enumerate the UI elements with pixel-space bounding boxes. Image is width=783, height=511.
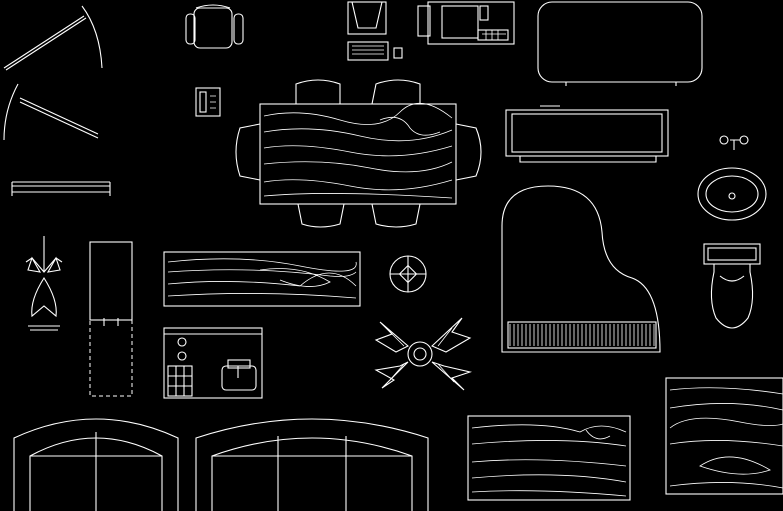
desk-computer-symbol <box>347 1 403 61</box>
wood-panel-symbol <box>467 377 783 501</box>
kitchen-counter-symbol <box>163 327 263 399</box>
crt-monitor-symbol <box>417 1 515 45</box>
tv-console-symbol <box>505 105 669 163</box>
toilet-symbol <box>703 243 761 329</box>
plant-symbol <box>374 317 473 391</box>
telephone-symbol <box>195 87 221 117</box>
dining-table-symbol <box>235 79 482 228</box>
plant-symbol <box>25 236 63 331</box>
office-chair-symbol <box>185 4 244 49</box>
wood-bench-symbol <box>163 251 361 307</box>
sofa-symbol <box>537 1 703 86</box>
door-swing-symbol <box>3 5 111 196</box>
plant-symbol <box>389 255 427 293</box>
sink-faucet-symbol <box>697 135 767 221</box>
garage-door-symbol <box>13 418 429 511</box>
grand-piano-symbol <box>501 185 661 353</box>
wardrobe-symbol <box>89 241 133 397</box>
